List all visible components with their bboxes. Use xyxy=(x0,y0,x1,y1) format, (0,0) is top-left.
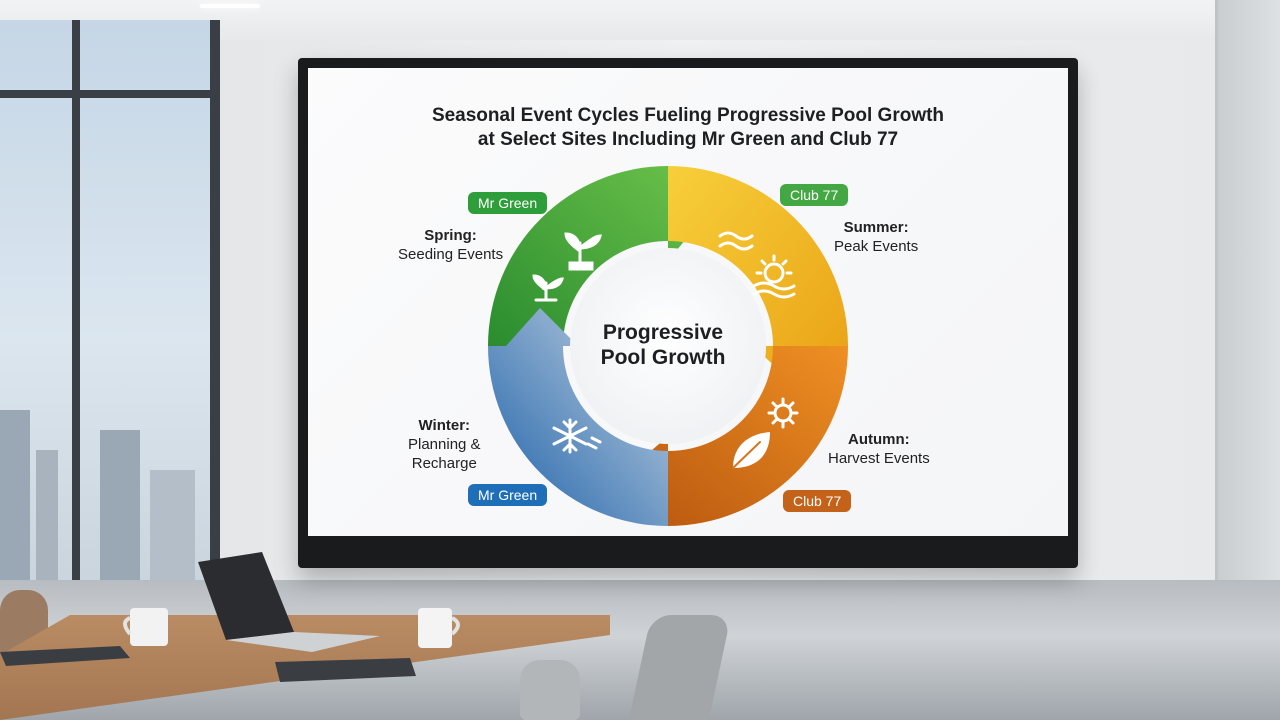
window-transom xyxy=(0,90,210,98)
ceiling-light xyxy=(200,4,260,8)
slide: Seasonal Event Cycles Fueling Progressiv… xyxy=(308,68,1068,536)
sprout-icon xyxy=(564,232,602,271)
notebook-icon xyxy=(0,646,416,682)
building xyxy=(150,470,195,600)
season-winter-desc-line1: Planning & xyxy=(408,436,481,453)
leaf-gear-icon xyxy=(732,397,799,469)
snowflake-icon xyxy=(552,418,602,454)
window xyxy=(0,20,220,600)
sun-waves-icon xyxy=(718,231,796,299)
table-items xyxy=(0,552,460,682)
season-autumn-desc: Harvest Events xyxy=(828,450,930,467)
building xyxy=(100,430,140,600)
season-spring-title: Spring: xyxy=(424,227,477,244)
coffee-mug-icon xyxy=(123,608,168,646)
slide-title: Seasonal Event Cycles Fueling Progressiv… xyxy=(308,104,1068,152)
center-circle xyxy=(570,248,766,444)
coffee-mug-icon xyxy=(418,608,460,648)
season-autumn: Autumn: Harvest Events xyxy=(828,430,930,468)
window-mullion xyxy=(72,20,80,600)
summer-segment xyxy=(668,166,848,386)
season-winter-title: Winter: xyxy=(418,417,471,434)
season-winter: Winter: Planning & Recharge xyxy=(408,416,481,473)
badge-mr-green-top: Mr Green xyxy=(468,192,548,214)
season-winter-desc-line2: Recharge xyxy=(411,455,477,472)
building xyxy=(0,410,30,600)
winter-segment xyxy=(488,308,668,526)
laptop-icon xyxy=(198,552,380,652)
slide-title-line1: Seasonal Event Cycles Fueling Progressiv… xyxy=(431,105,945,126)
center-label-line2: Pool Growth xyxy=(600,346,726,369)
season-summer-desc: Peak Events xyxy=(834,238,919,255)
season-summer: Summer: Peak Events xyxy=(834,218,918,256)
center-label-line1: Progressive xyxy=(602,321,724,344)
season-autumn-title: Autumn: xyxy=(848,431,910,448)
badge-club77-bottom: Club 77 xyxy=(783,490,852,512)
season-spring: Spring: Seeding Events xyxy=(398,226,503,264)
cycle-diagram xyxy=(488,166,848,526)
autumn-segment xyxy=(626,346,848,526)
season-summer-title: Summer: xyxy=(843,219,909,236)
side-doorway xyxy=(1215,0,1280,600)
building xyxy=(36,450,58,600)
center-label: Progressive Pool Growth xyxy=(568,320,758,370)
chair xyxy=(520,660,580,720)
sprout-icon xyxy=(532,274,564,302)
slide-title-line2: at Select Sites Including Mr Green and C… xyxy=(477,129,899,150)
badge-club77-top: Club 77 xyxy=(780,184,849,206)
season-spring-desc: Seeding Events xyxy=(398,246,504,263)
badge-mr-green-bottom: Mr Green xyxy=(468,484,548,506)
